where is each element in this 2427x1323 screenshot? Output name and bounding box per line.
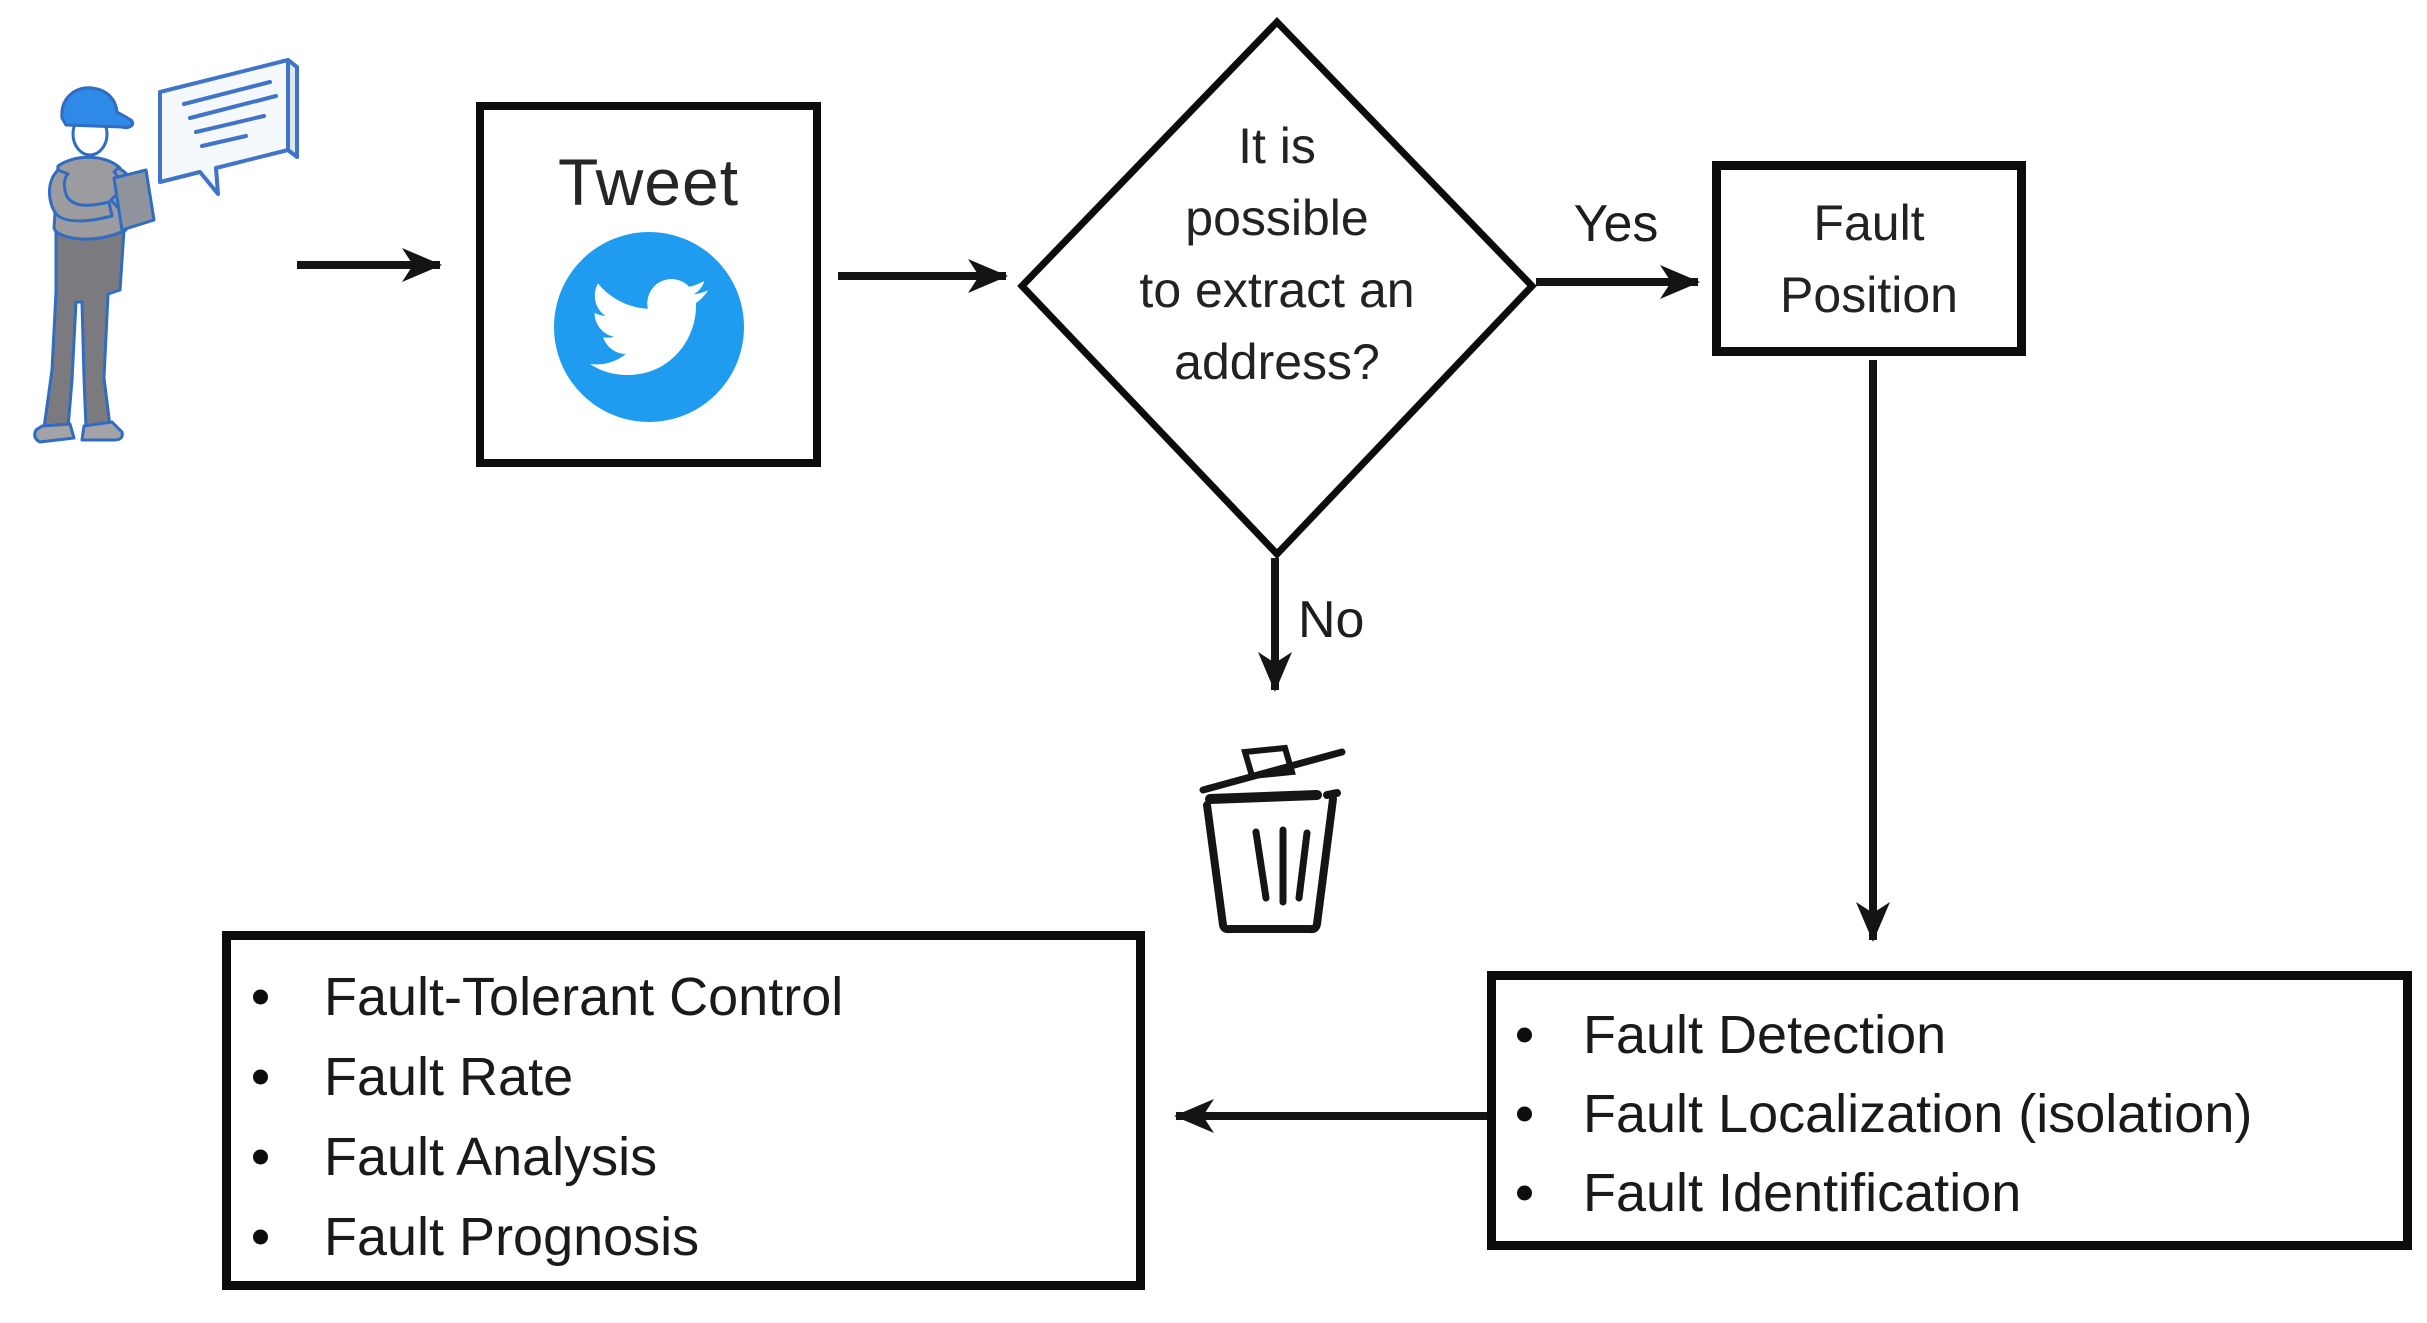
decision-diamond: [1017, 16, 1537, 560]
trash-rim: [1205, 790, 1322, 804]
list-item-label: Fault Detection: [1583, 1004, 1947, 1065]
trash-handle: [1241, 744, 1296, 780]
trash-can-icon: [1199, 744, 1346, 934]
list-item-label: Fault Localization (isolation): [1583, 1083, 2253, 1144]
speech-bubble-icon: [158, 58, 299, 196]
person-tablet: [112, 168, 156, 232]
tweet-node-label: Tweet: [557, 145, 740, 219]
list-item: Fault Prognosis: [231, 1197, 1136, 1277]
tweet-node: Tweet: [476, 102, 821, 467]
list-item-label: Fault Rate: [324, 1047, 574, 1107]
bullet-dot: [1517, 1106, 1532, 1121]
list-item: Fault Rate: [231, 1037, 1136, 1117]
list-item-label: Fault Analysis: [324, 1127, 658, 1187]
trash-rim-notch: [1323, 789, 1341, 799]
bullet-dot: [1517, 1027, 1532, 1042]
twitter-bird-glyph: [589, 279, 708, 375]
bullet-dot: [253, 989, 268, 1005]
edge-label-no: No: [1298, 591, 1365, 649]
bullet-dot: [253, 1229, 268, 1245]
bullet-dot: [1517, 1185, 1532, 1200]
speech-bubble-text-lines: [182, 80, 278, 148]
bullet-dot: [253, 1069, 268, 1085]
list-item: Fault Detection: [1496, 995, 2403, 1074]
bullet-dot: [253, 1149, 268, 1165]
outcomes-list: Fault-Tolerant Control Fault Rate Fault …: [231, 940, 1136, 1277]
twitter-bird-icon: [553, 232, 744, 422]
edge-label-yes: Yes: [1573, 195, 1659, 253]
list-item: Fault Localization (isolation): [1496, 1074, 2403, 1153]
list-item: Fault Analysis: [231, 1117, 1136, 1197]
decision-diamond-outline: [1017, 16, 1537, 560]
list-item-label: Fault Identification: [1583, 1162, 2022, 1223]
list-item-label: Fault Prognosis: [324, 1207, 700, 1267]
fault-position-node: Fault Position: [1712, 161, 2026, 356]
outcomes-node: Fault-Tolerant Control Fault Rate Fault …: [222, 931, 1145, 1290]
list-item: Fault-Tolerant Control: [231, 957, 1136, 1037]
trash-body: [1203, 795, 1337, 934]
trash-ribs: [1252, 826, 1311, 906]
analysis-list: Fault Detection Fault Localization (isol…: [1496, 980, 2403, 1232]
list-item: Fault Identification: [1496, 1153, 2403, 1232]
person-arm: [48, 168, 114, 223]
person-shoe: [80, 420, 124, 442]
person-reporting-icon: [33, 86, 156, 444]
list-item-label: Fault-Tolerant Control: [324, 967, 844, 1027]
person-cap: [60, 86, 135, 129]
person-shoe: [33, 422, 76, 444]
person-pants: [42, 226, 126, 430]
fault-position-label: Fault Position: [1780, 194, 1958, 323]
decision-question: It is possible to extract an address?: [1139, 118, 1415, 390]
analysis-node: Fault Detection Fault Localization (isol…: [1487, 971, 2412, 1250]
